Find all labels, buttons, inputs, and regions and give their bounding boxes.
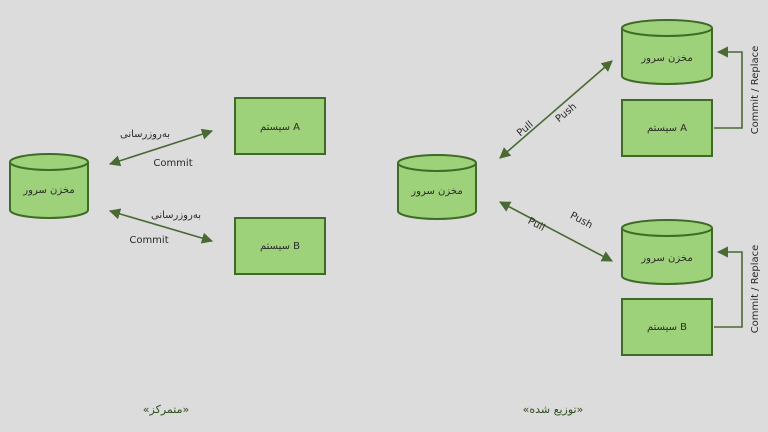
distributed-system-b-label: سیستم B bbox=[647, 322, 687, 333]
local-repo-a: مخزن سرور bbox=[621, 19, 713, 85]
push-label-bottom: Push bbox=[568, 210, 594, 231]
update-label-2: بەروزرسانی bbox=[151, 210, 201, 221]
distributed-system-a-label: سیستم A bbox=[647, 123, 687, 134]
distributed-section: مخزن سرور مخزن سرور سیستم A مخزن سرور سی… bbox=[397, 19, 761, 416]
arrow-central-system-a bbox=[108, 128, 214, 167]
local-repo-b: مخزن سرور bbox=[621, 219, 713, 285]
commit-replace-loop-a bbox=[714, 46, 743, 129]
distributed-caption: «توزیع شده» bbox=[523, 403, 584, 416]
distributed-server-repo: مخزن سرور bbox=[397, 154, 477, 220]
arrow-central-repo-b bbox=[499, 201, 613, 262]
commit-replace-label-top: Commit / Replace bbox=[750, 46, 761, 135]
push-label-top: Push bbox=[554, 101, 579, 125]
commit-label-2: Commit bbox=[129, 235, 168, 246]
pull-label-bottom: Pull bbox=[526, 216, 547, 234]
distributed-system-b-box: سیستم B bbox=[621, 298, 713, 356]
centralized-caption: «متمرکز» bbox=[143, 403, 189, 416]
system-b-box: سیستم B bbox=[234, 217, 326, 275]
arrow-central-repo-a bbox=[499, 60, 613, 159]
repo-a-label: مخزن سرور bbox=[640, 53, 692, 64]
central-repo-label: مخزن سرور bbox=[22, 185, 74, 196]
repo-b-label: مخزن سرور bbox=[640, 253, 692, 264]
distributed-central-repo-label: مخزن سرور bbox=[410, 186, 462, 197]
commit-label-1: Commit bbox=[153, 158, 192, 169]
system-a-label: سیستم A bbox=[260, 122, 300, 133]
pull-label-top: Pull bbox=[515, 119, 536, 139]
commit-replace-label-bottom: Commit / Replace bbox=[750, 245, 761, 334]
update-label-1: بەروزرسانی bbox=[120, 129, 170, 140]
system-b-label: سیستم B bbox=[260, 241, 300, 252]
distributed-system-a-box: سیستم A bbox=[621, 99, 713, 157]
central-server-repo: مخزن سرور bbox=[9, 153, 89, 219]
system-a-box: سیستم A bbox=[234, 97, 326, 155]
commit-replace-loop-b bbox=[714, 246, 743, 328]
centralized-section: مخزن سرور سیستم A سیستم B بەروزرسانی Com… bbox=[9, 97, 326, 416]
arrow-central-system-b bbox=[108, 208, 214, 244]
